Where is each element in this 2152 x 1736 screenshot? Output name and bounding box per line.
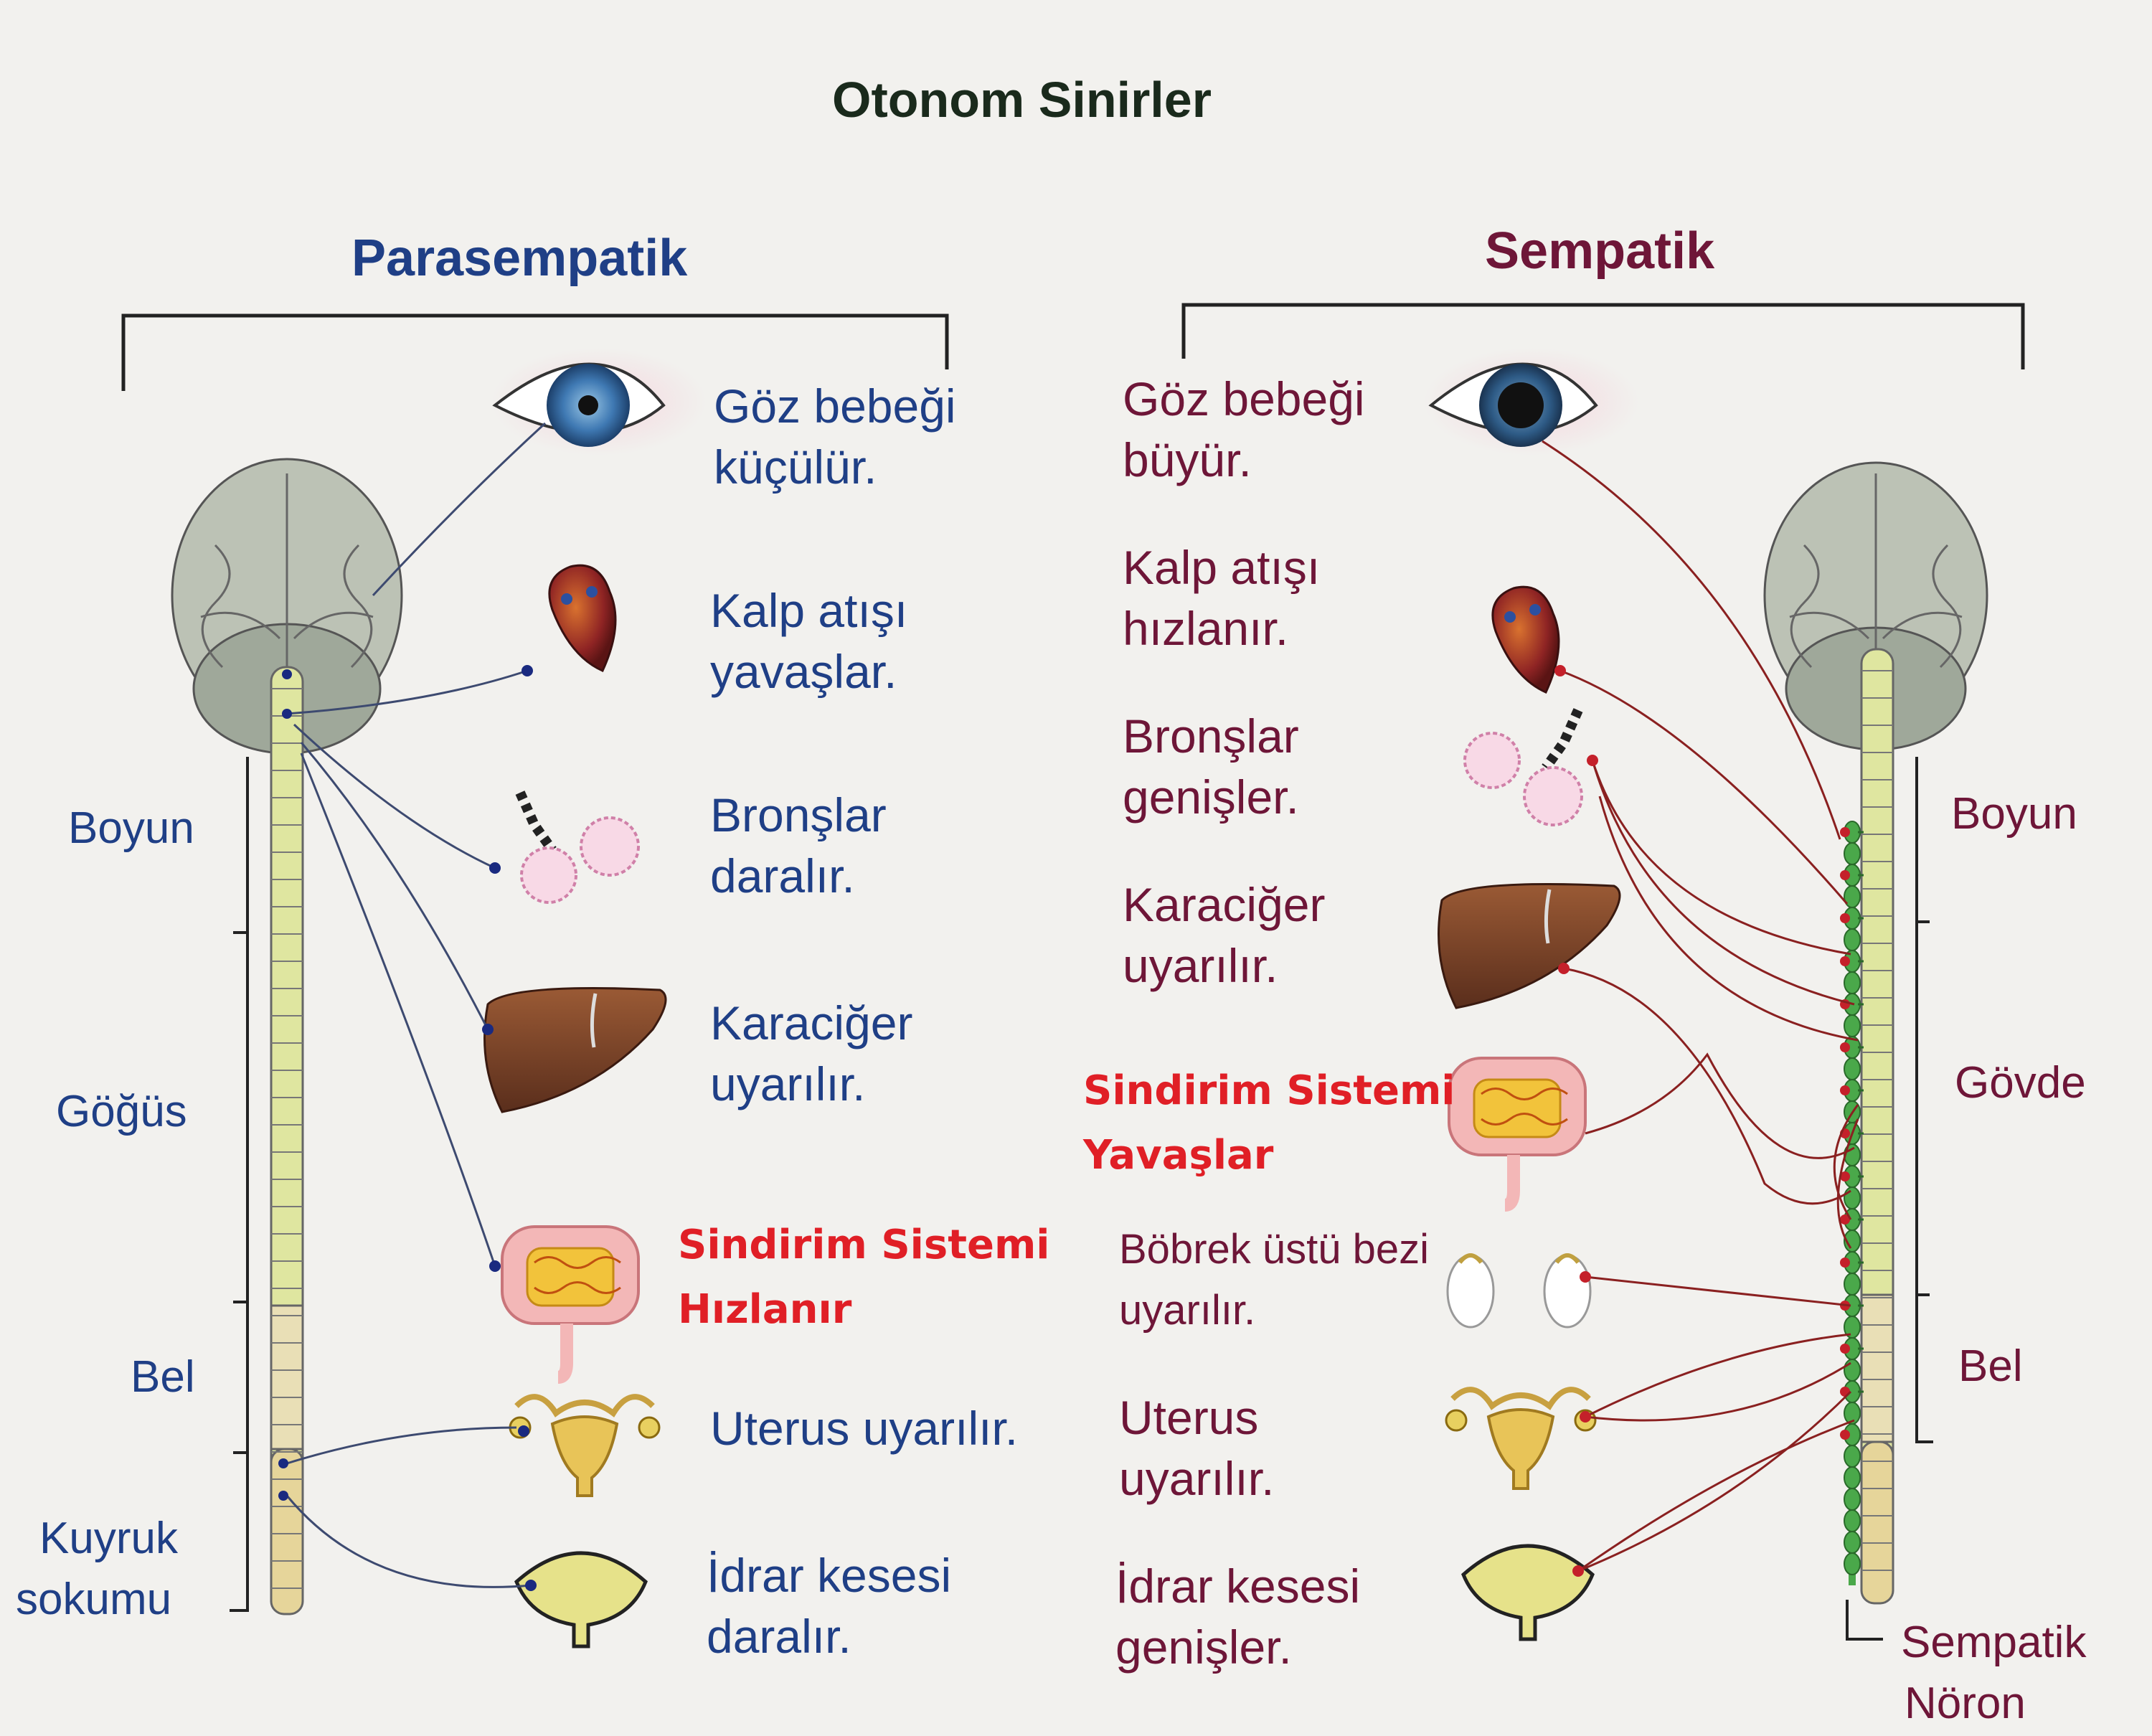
ganglion-node	[1844, 928, 1861, 951]
ganglion-node	[1844, 1531, 1861, 1554]
synapse-dot	[1840, 913, 1850, 923]
synapse-dot	[1840, 1344, 1850, 1354]
para-effect-heart-2: yavaşlar.	[710, 645, 897, 698]
ganglion-node	[1844, 1552, 1861, 1575]
neuron-label-1: Sempatik	[1901, 1618, 2087, 1667]
para-effect-bladder-1: İdrar kesesi	[707, 1549, 952, 1602]
synapse-dot	[1840, 1214, 1850, 1225]
para-nerves	[285, 422, 547, 1588]
intestine-icon-right	[1448, 1057, 1587, 1212]
liver-icon-left	[483, 987, 667, 1113]
synapse-dot	[1840, 1430, 1850, 1440]
parasympathetic-heading: Parasempatik	[351, 230, 688, 287]
neuron-pointer	[1846, 1600, 1883, 1641]
ganglion-node	[1844, 1014, 1861, 1037]
symp-effect-eye-1: Göz bebeği	[1123, 372, 1365, 425]
intestine-icon-left	[501, 1225, 640, 1384]
para-nerve-endpoints	[278, 665, 537, 1591]
symp-nerve-endpoints	[1554, 665, 1598, 1577]
symp-effect-adrenal-1: Böbrek üstü bezi	[1119, 1226, 1430, 1273]
bladder-icon-right	[1461, 1544, 1595, 1641]
symp-effect-digestive-2: Yavaşlar	[1083, 1132, 1274, 1179]
page-title: Otonom Sinirler	[832, 72, 1212, 128]
heart-icon-right	[1491, 585, 1560, 694]
para-effect-lungs-2: daralır.	[710, 849, 855, 902]
symp-effect-bladder-2: genişler.	[1115, 1621, 1292, 1674]
adrenal-icon-right	[1446, 1253, 1592, 1329]
ganglion-node	[1844, 1187, 1861, 1209]
sympathetic-heading: Sempatik	[1485, 222, 1715, 280]
ganglion-node	[1844, 1445, 1861, 1468]
para-effect-uterus: Uterus uyarılır.	[710, 1402, 1019, 1455]
para-effect-liver-1: Karaciğer	[710, 996, 913, 1049]
para-effect-lungs-1: Bronşlar	[710, 788, 887, 841]
synapse-dot	[1840, 956, 1850, 966]
lungs-icon-right	[1463, 708, 1583, 826]
para-effect-eye-2: küçülür.	[714, 440, 877, 494]
symp-effect-uterus-1: Uterus	[1119, 1391, 1259, 1444]
synapse-dot	[1840, 1042, 1850, 1052]
ganglion-node	[1844, 842, 1861, 865]
symp-effect-heart-2: hızlanır.	[1123, 602, 1289, 655]
region-bracket-left	[230, 757, 249, 1612]
para-effect-heart-1: Kalp atışı	[710, 584, 908, 637]
region-label-coccyx-left-2: sokumu	[16, 1575, 172, 1624]
para-effect-digestive-2: Hızlanır	[678, 1286, 852, 1333]
sympathetic-ganglion-chain	[1840, 821, 1864, 1585]
synapse-dot	[1840, 1085, 1850, 1095]
para-effect-liver-2: uyarılır.	[710, 1057, 866, 1110]
ganglion-node	[1844, 1466, 1861, 1489]
region-bracket-right	[1915, 757, 1933, 1443]
para-effect-bladder-2: daralır.	[707, 1610, 851, 1663]
synapse-dot	[1840, 870, 1850, 880]
symp-effect-bladder-1: İdrar kesesi	[1115, 1560, 1361, 1613]
spinal-segment-ticks-right	[1861, 670, 1893, 1571]
ganglion-node	[1844, 1273, 1861, 1296]
liver-icon-right	[1438, 883, 1621, 1009]
para-effect-digestive-1: Sindirim Sistemi	[678, 1222, 1050, 1268]
ganglion-node	[1844, 971, 1861, 994]
heart-icon-left	[548, 564, 617, 672]
region-label-chest-left: Göğüs	[56, 1087, 187, 1136]
ganglion-node	[1844, 1509, 1861, 1532]
uterus-icon-left	[509, 1394, 661, 1497]
eye-icon-right	[1424, 348, 1639, 456]
symp-effect-eye-2: büyür.	[1123, 433, 1252, 486]
spinal-cord-right	[1860, 648, 1894, 1605]
ganglion-node	[1844, 1359, 1861, 1382]
neuron-label-2: Nöron	[1905, 1679, 2026, 1728]
symp-effect-liver-2: uyarılır.	[1123, 939, 1278, 992]
para-bracket	[121, 313, 949, 391]
uterus-icon-right	[1445, 1387, 1597, 1490]
symp-effect-heart-1: Kalp atışı	[1123, 541, 1321, 594]
synapse-dot	[1840, 1171, 1850, 1181]
bladder-icon-left	[514, 1551, 648, 1648]
symp-effect-lungs-1: Bronşlar	[1123, 709, 1299, 763]
ganglion-node	[1844, 1488, 1861, 1511]
symp-effect-adrenal-2: uyarılır.	[1119, 1287, 1256, 1334]
symp-effect-uterus-2: uyarılır.	[1119, 1452, 1275, 1505]
region-label-lumbar-right: Bel	[1958, 1341, 2023, 1391]
synapse-dot	[1840, 1258, 1850, 1268]
para-effect-eye-1: Göz bebeği	[714, 379, 956, 433]
region-label-neck-right: Boyun	[1951, 789, 2077, 839]
region-label-lumbar-left: Bel	[131, 1352, 195, 1402]
region-label-trunk-right: Gövde	[1955, 1058, 2086, 1108]
region-label-coccyx-left-1: Kuyruk	[39, 1514, 178, 1563]
symp-effect-digestive-1: Sindirim Sistemi	[1083, 1067, 1455, 1114]
region-label-neck-left: Boyun	[68, 803, 194, 853]
eye-icon-left	[491, 348, 707, 456]
symp-bracket	[1181, 303, 2025, 369]
ganglion-node	[1844, 1057, 1861, 1080]
symp-effect-lungs-2: genişler.	[1123, 770, 1299, 824]
symp-nerves	[1542, 440, 1859, 1572]
spinal-segment-ticks-left	[271, 688, 303, 1589]
symp-effect-liver-1: Karaciğer	[1123, 878, 1326, 931]
synapse-dot	[1840, 827, 1850, 837]
lungs-icon-left	[515, 791, 640, 904]
spinal-cord-left	[270, 666, 304, 1615]
